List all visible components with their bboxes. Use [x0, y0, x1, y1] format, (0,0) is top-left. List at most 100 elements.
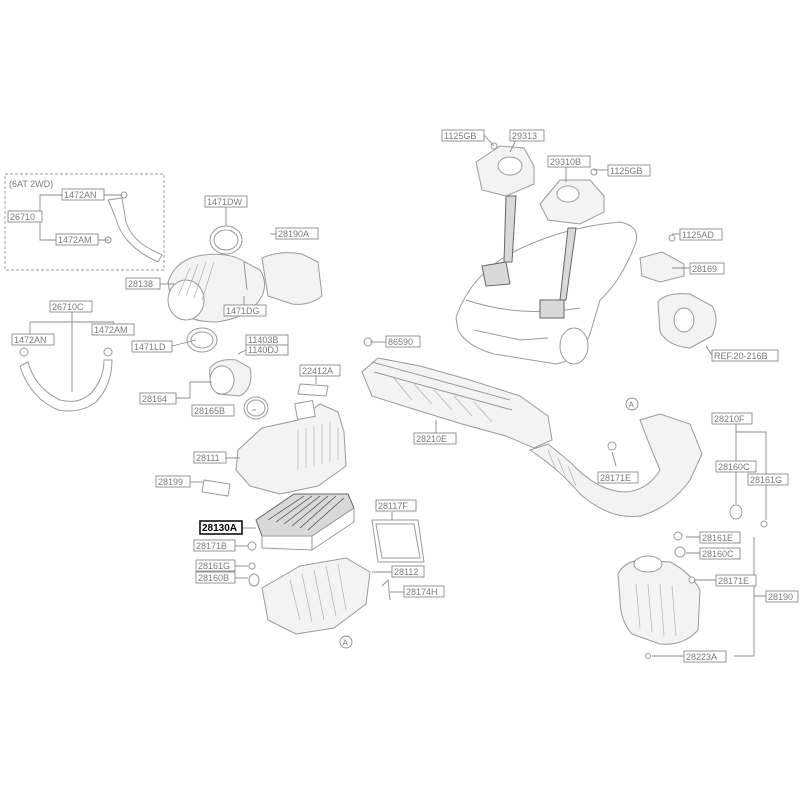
- part-drawings: [19, 142, 768, 659]
- svg-text:28161G: 28161G: [750, 475, 782, 485]
- svg-text:1472AM: 1472AM: [58, 235, 92, 245]
- part-label-1472an-b[interactable]: 1472AN: [11, 333, 55, 346]
- hose-28210f: [528, 413, 703, 518]
- insulator-28160c-b: [674, 546, 686, 558]
- part-label-1125ad[interactable]: 1125AD: [679, 228, 723, 241]
- ref-A-bottom: A: [339, 635, 353, 649]
- part-label-1471dg[interactable]: 1471DG: [223, 304, 267, 317]
- svg-text:1472AN: 1472AN: [64, 190, 97, 200]
- svg-text:86590: 86590: [388, 337, 413, 347]
- part-label-1472an-a[interactable]: 1472AN: [61, 188, 105, 201]
- part-label-28130a[interactable]: 28130A: [199, 520, 243, 535]
- resonator-28190a: [261, 252, 323, 305]
- part-label-28161g[interactable]: 28161G: [195, 559, 236, 572]
- part-label-1471ld[interactable]: 1471LD: [131, 340, 173, 353]
- part-label-22412a[interactable]: 22412A: [299, 364, 341, 377]
- label-22412a: [297, 383, 329, 397]
- insulator-28160b: [248, 573, 260, 587]
- svg-text:28160C: 28160C: [702, 549, 734, 559]
- part-label-28117f[interactable]: 28117F: [375, 499, 417, 512]
- svg-text:28117F: 28117F: [378, 501, 408, 511]
- part-label-28161e[interactable]: 28161E: [699, 531, 741, 544]
- svg-text:REF.20-216B: REF.20-216B: [714, 351, 768, 361]
- bushing-28161g-b: [760, 520, 768, 528]
- part-label-1125gb-top[interactable]: 1125GB: [441, 129, 485, 142]
- part-label-28169[interactable]: 28169: [689, 262, 725, 275]
- svg-text:29313: 29313: [512, 131, 537, 141]
- part-label-28223a[interactable]: 28223A: [683, 650, 727, 663]
- clip-28174h: [381, 578, 391, 601]
- part-label-28138[interactable]: 28138: [125, 277, 161, 290]
- bracket-28169: [639, 251, 685, 283]
- part-label-1472am-b[interactable]: 1472AM: [91, 323, 135, 336]
- bolt-28171b: [247, 541, 257, 551]
- svg-text:1472AN: 1472AN: [14, 335, 47, 345]
- svg-text:1471DW: 1471DW: [207, 197, 243, 207]
- part-label-28210f[interactable]: 28210F: [711, 412, 753, 425]
- clip-1472an-b: [19, 347, 29, 357]
- svg-text:26710: 26710: [10, 212, 35, 222]
- part-label-28171e-a[interactable]: 28171E: [597, 471, 639, 484]
- svg-text:28169: 28169: [692, 264, 717, 274]
- part-label-1140dj[interactable]: 1140DJ: [245, 344, 289, 356]
- part-label-29313[interactable]: 29313: [509, 129, 545, 142]
- svg-text:28138: 28138: [128, 279, 153, 289]
- group-title: (6AT 2WD): [9, 179, 53, 189]
- part-label-28199[interactable]: 28199: [155, 475, 191, 488]
- svg-text:28161G: 28161G: [198, 561, 230, 571]
- svg-text:1125GB: 1125GB: [444, 131, 476, 141]
- part-label-1471dw[interactable]: 1471DW: [204, 195, 248, 208]
- part-label-28111[interactable]: 28111: [193, 451, 227, 464]
- svg-text:11403B: 11403B: [248, 335, 278, 345]
- 6at-2wd-group: (6AT 2WD): [4, 173, 165, 271]
- part-label-28161g-b[interactable]: 28161G: [747, 473, 789, 486]
- part-label-1472am-a[interactable]: 1472AM: [55, 233, 99, 246]
- part-label-28190[interactable]: 28190: [765, 590, 799, 603]
- svg-text:29310B: 29310B: [550, 157, 581, 167]
- part-label-28160b[interactable]: 28160B: [195, 571, 236, 584]
- part-label-26710[interactable]: 26710: [7, 210, 43, 223]
- bushing-28161g: [248, 562, 256, 570]
- svg-text:28190: 28190: [768, 592, 793, 602]
- svg-text:28171B: 28171B: [196, 541, 227, 551]
- svg-text:28190A: 28190A: [278, 229, 309, 239]
- part-labels: 1125GB 29313 29310B 1125GB 1125AD 28169 …: [7, 129, 799, 663]
- part-label-28190a[interactable]: 28190A: [275, 227, 319, 240]
- upper-housing-28111: [235, 403, 347, 495]
- part-label-28171b[interactable]: 28171B: [193, 539, 236, 552]
- svg-text:1125GB: 1125GB: [610, 166, 642, 176]
- part-label-28165b[interactable]: 28165B: [191, 404, 235, 417]
- svg-text:1471LD: 1471LD: [134, 342, 166, 352]
- svg-text:A: A: [343, 639, 349, 648]
- svg-text:28160C: 28160C: [718, 462, 750, 472]
- svg-text:22412A: 22412A: [302, 366, 333, 376]
- part-label-28171e-b[interactable]: 28171E: [715, 574, 757, 587]
- part-label-28164[interactable]: 28164: [139, 392, 177, 405]
- svg-text:28171E: 28171E: [600, 473, 631, 483]
- insulator-28160c-a: [729, 504, 743, 520]
- svg-text:28174H: 28174H: [406, 587, 438, 597]
- part-label-28210e[interactable]: 28210E: [413, 432, 457, 445]
- part-label-86590[interactable]: 86590: [385, 335, 421, 348]
- svg-text:28171E: 28171E: [718, 576, 749, 586]
- svg-text:28160B: 28160B: [198, 573, 229, 583]
- pad-28199: [201, 479, 231, 497]
- svg-text:28223A: 28223A: [686, 652, 717, 662]
- part-label-1125gb-right[interactable]: 1125GB: [607, 164, 651, 177]
- svg-text:28210E: 28210E: [416, 434, 447, 444]
- svg-text:A: A: [629, 401, 635, 410]
- part-label-28160c-a[interactable]: 28160C: [715, 460, 757, 473]
- part-label-26710c[interactable]: 26710C: [49, 300, 93, 313]
- vehicle-body: [455, 221, 638, 365]
- hose-26710: [107, 197, 163, 263]
- part-label-ref-20-216b[interactable]: REF.20-216B: [711, 349, 779, 362]
- svg-text:28210F: 28210F: [714, 414, 745, 424]
- part-label-11403b[interactable]: 11403B: [245, 334, 289, 346]
- part-label-29310b[interactable]: 29310B: [547, 155, 591, 168]
- part-label-28112[interactable]: 28112: [391, 565, 425, 578]
- resonator-28190: [617, 559, 701, 645]
- part-label-28160c-b[interactable]: 28160C: [699, 547, 741, 560]
- clip-28223a: [645, 653, 651, 659]
- part-label-28174h[interactable]: 28174H: [403, 585, 445, 598]
